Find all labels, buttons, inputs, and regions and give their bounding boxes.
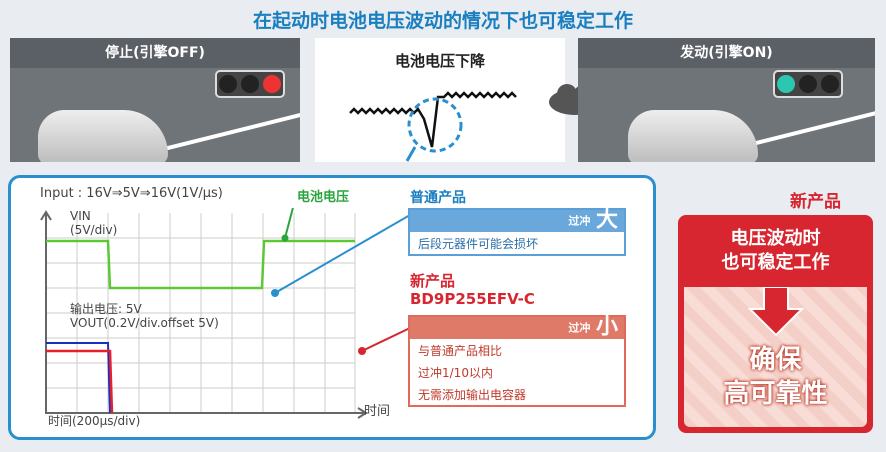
badge-title: 新产品	[790, 192, 841, 212]
voltage-drop-waveform	[349, 91, 517, 162]
voltage-drop-panel: 电池电压下降	[315, 38, 565, 162]
engine-off-panel: 停止(引擎OFF)	[10, 38, 300, 162]
vin-scale: (5V/div)	[70, 223, 118, 237]
new-product-benefit-card: 电压波动时也可稳定工作 确保高可靠性	[678, 215, 873, 433]
benefit-line: 电压波动时	[730, 228, 821, 249]
car-image	[628, 110, 758, 162]
input-label: Input : 16V⇒5V⇒16V(1V/μs)	[40, 186, 223, 201]
new-product-card: 过冲 小 与普通产品相比 过冲1/10以内 无需添加输出电容器	[408, 315, 626, 407]
car-image	[38, 110, 168, 162]
overshoot-level: 大	[595, 207, 618, 233]
benefit-result-area: 确保高可靠性	[684, 287, 867, 427]
x-axis-label: 时间	[364, 404, 391, 419]
new-product-line: 过冲1/10以内	[418, 366, 493, 380]
page-title: 在起动时电池电压波动的情况下也可稳定工作	[252, 10, 633, 32]
normal-product-title: 普通产品	[410, 190, 466, 206]
engine-on-label: 发动(引擎ON)	[578, 38, 875, 68]
traffic-light-icon	[773, 70, 843, 98]
vout-scale: VOUT(0.2V/div.offset 5V)	[70, 316, 219, 330]
normal-product-desc: 后段元器件可能会损坏	[418, 237, 539, 251]
normal-product-card: 过冲 大 后段元器件可能会损坏	[408, 208, 626, 256]
overshoot-label: 过冲	[568, 321, 591, 335]
new-product-label: 新产品	[410, 272, 456, 290]
overshoot-label: 过冲	[568, 214, 591, 228]
new-product-line: 与普通产品相比	[418, 344, 503, 358]
vout-new-trace	[46, 349, 114, 414]
benefit-line: 也可稳定工作	[721, 252, 830, 273]
down-arrow-icon	[747, 287, 805, 337]
vin-label: VIN(5V/div)	[70, 209, 117, 237]
traffic-light-icon	[215, 70, 285, 98]
engine-on-panel: 发动(引擎ON)	[578, 38, 875, 162]
overshoot-level: 小	[595, 314, 618, 340]
vin-trace	[46, 239, 355, 290]
oscilloscope-plot	[40, 208, 368, 419]
new-product-model: BD9P255EFV-C	[410, 290, 535, 308]
result-line: 高可靠性	[723, 379, 828, 409]
new-product-line: 无需添加输出电容器	[418, 388, 527, 402]
engine-off-label: 停止(引擎OFF)	[10, 38, 300, 68]
vout-title: 输出电压: 5V	[70, 302, 142, 316]
battery-voltage-label: 电池电压	[297, 190, 350, 205]
vout-normal-trace	[46, 342, 111, 414]
voltage-drop-label: 电池电压下降	[394, 52, 485, 70]
x-scale-label: 时间(200μs/div)	[48, 414, 141, 428]
result-line: 确保	[749, 345, 802, 375]
callout-lines	[271, 214, 411, 355]
vin-name: VIN	[70, 209, 91, 223]
